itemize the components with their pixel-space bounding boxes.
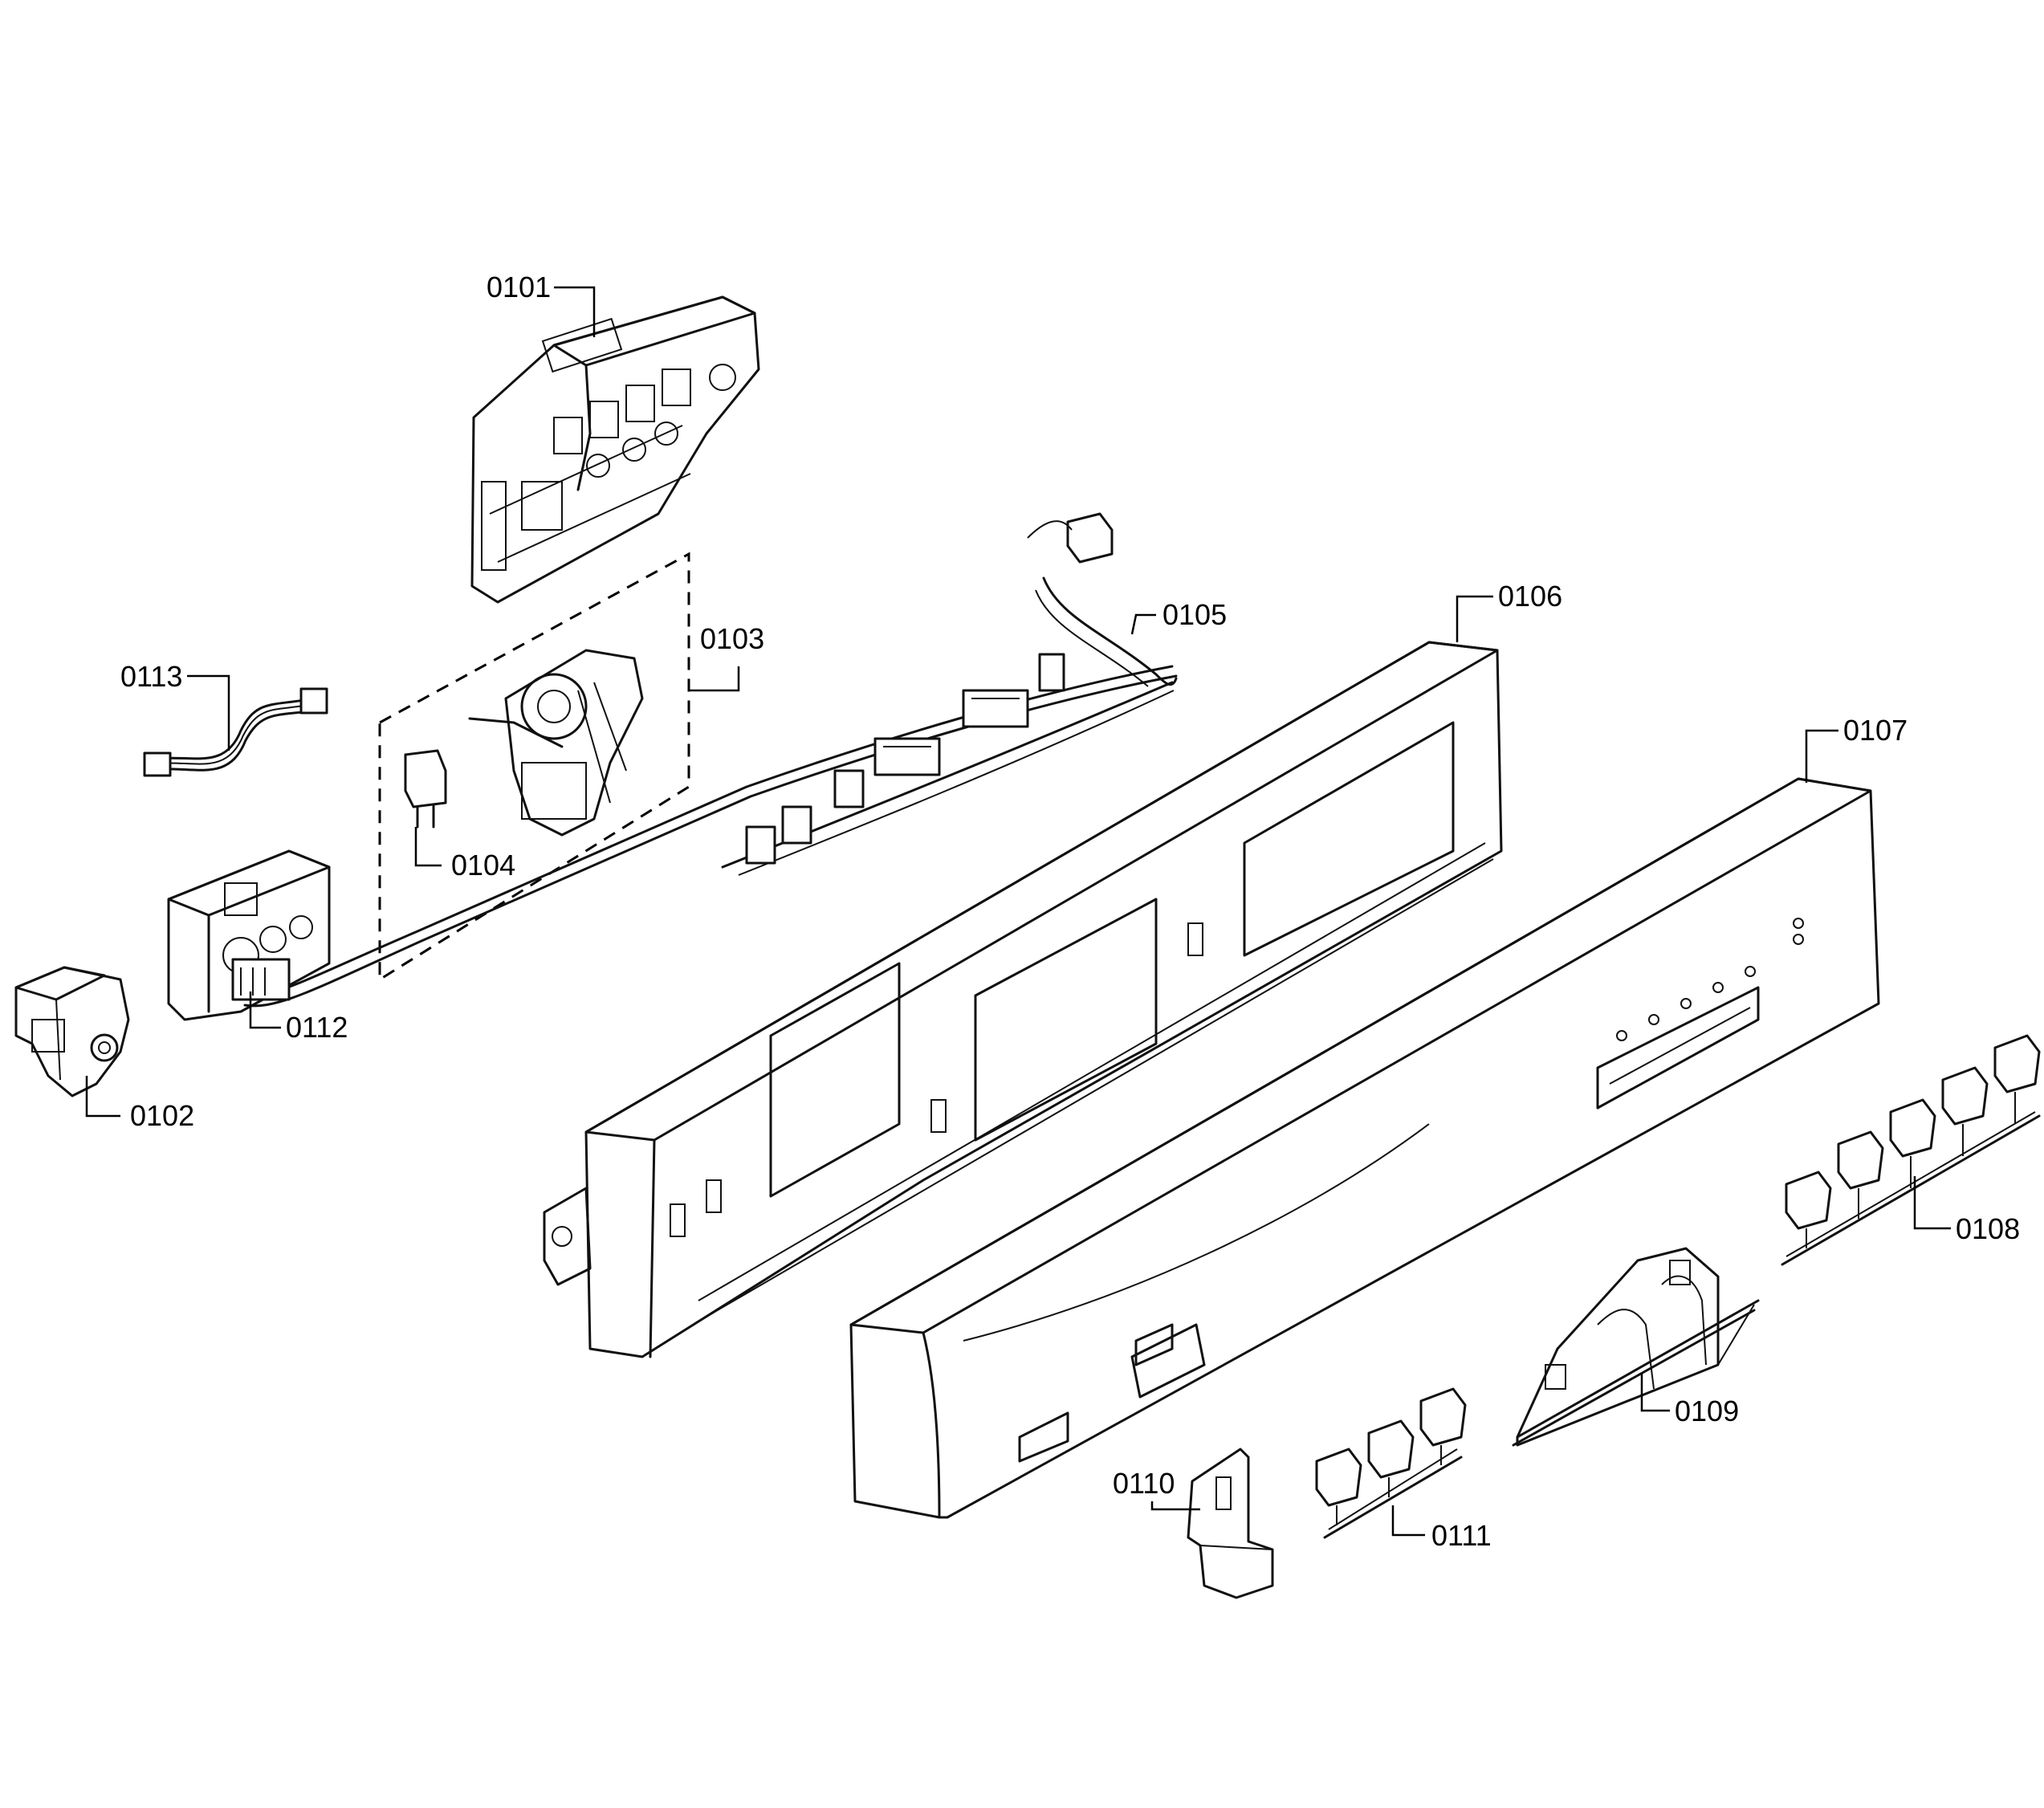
control-panel-frame (543, 641, 1503, 1358)
button-cover (1512, 1247, 1760, 1447)
callout-0101: 0101 (487, 271, 551, 303)
leader-lines (85, 286, 1951, 1537)
callout-0112: 0112 (286, 1011, 348, 1044)
callout-0108: 0108 (1956, 1212, 2020, 1245)
callout-0107: 0107 (1843, 714, 1908, 747)
capacitor (404, 749, 447, 829)
callout-0106: 0106 (1498, 580, 1562, 613)
callout-0113: 0113 (120, 660, 182, 693)
handle-latch (1187, 1448, 1274, 1599)
ribbon-cable (143, 687, 328, 777)
callout-0109: 0109 (1675, 1395, 1739, 1427)
callout-0111: 0111 (1431, 1519, 1492, 1552)
callout-0102: 0102 (130, 1099, 194, 1132)
callout-0105: 0105 (1162, 598, 1227, 631)
door-switch (14, 966, 130, 1097)
control-panel-fascia (849, 777, 1880, 1519)
callout-0104: 0104 (451, 849, 515, 882)
callout-0110: 0110 (1113, 1467, 1175, 1500)
electronic-control-module (470, 295, 760, 604)
push-button-set-five (1781, 1034, 2041, 1266)
switch-assembly (468, 649, 644, 837)
callout-0103: 0103 (700, 622, 764, 655)
push-button-set-three (1315, 1387, 1467, 1539)
wire-harness (231, 512, 1178, 1008)
